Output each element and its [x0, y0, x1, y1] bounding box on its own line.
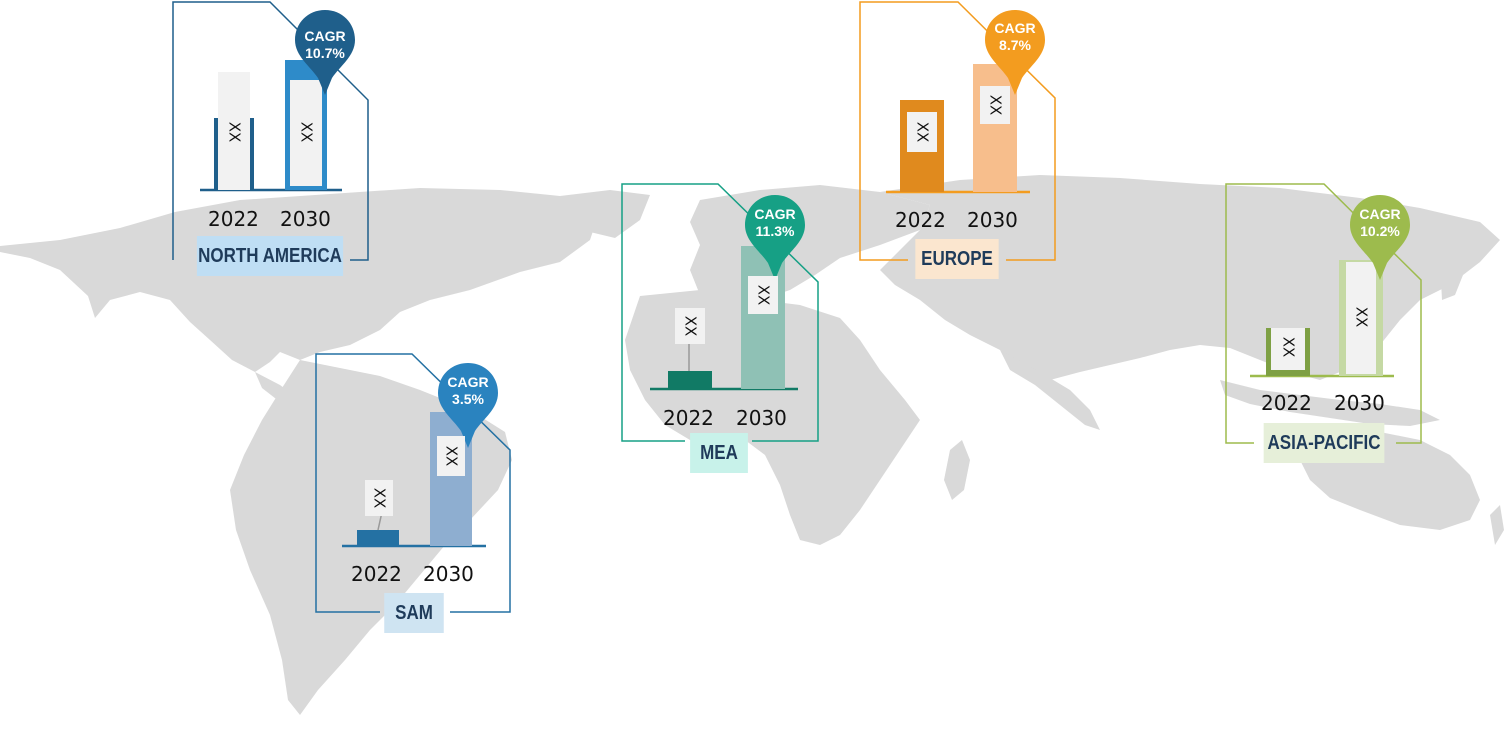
continent-africa	[625, 290, 920, 545]
year-label-2030: 2030	[423, 562, 474, 586]
callout-mea	[621, 183, 819, 442]
location-pin-icon	[985, 10, 1045, 95]
value-label-2030: XX	[980, 86, 1010, 124]
bar-2022-right	[250, 118, 254, 190]
bar-2022-left	[214, 118, 218, 190]
cagr-value: 11.3%	[755, 223, 795, 239]
cagr-badge-europe: CAGR 8.7%	[984, 20, 1046, 54]
callout-frame	[315, 353, 511, 613]
location-pin-icon	[745, 195, 805, 280]
year-label-2030: 2030	[736, 406, 787, 430]
cagr-value: 3.5%	[452, 391, 484, 407]
callout-frame	[1225, 183, 1422, 444]
cagr-title: CAGR	[1359, 206, 1401, 222]
value-label-2022: XX	[1274, 332, 1302, 362]
value-label-2022: XX	[220, 110, 248, 154]
continent-europe	[690, 185, 930, 302]
continent-new-zealand	[1490, 505, 1504, 545]
location-pin-icon	[1350, 195, 1410, 280]
year-label-2030: 2030	[1334, 391, 1385, 415]
region-label-north-america: NORTH AMERICA	[196, 236, 344, 276]
year-label-2022: 2022	[351, 562, 402, 586]
cagr-badge-north-america: CAGR 10.7%	[294, 28, 356, 62]
cagr-title: CAGR	[994, 20, 1036, 36]
year-label-2022: 2022	[663, 406, 714, 430]
bar-2030	[973, 64, 1017, 192]
region-label-asia-pacific: ASIA-PACIFIC	[1263, 423, 1385, 463]
value-label-2022: XX	[675, 308, 705, 344]
continent-madagascar	[944, 440, 970, 500]
year-label-2022: 2022	[208, 207, 259, 231]
cagr-value: 8.7%	[999, 37, 1031, 53]
callout-sam	[315, 353, 511, 613]
cagr-badge-sam: CAGR 3.5%	[437, 374, 499, 408]
year-label-2022: 2022	[1261, 391, 1312, 415]
region-label-europe: EUROPE	[915, 239, 999, 279]
cagr-title: CAGR	[447, 374, 489, 390]
year-label-2030: 2030	[967, 208, 1018, 232]
location-pin-icon	[438, 363, 498, 448]
value-label-2030: XX	[748, 276, 778, 314]
value-label-2022: XX	[907, 112, 937, 152]
callout-frame	[859, 1, 1056, 261]
cagr-title: CAGR	[754, 206, 796, 222]
continent-north-america	[0, 188, 600, 372]
value-label-2030: XX	[1347, 296, 1375, 338]
cagr-value: 10.7%	[305, 45, 345, 61]
continent-south-asia	[1000, 350, 1100, 430]
cagr-badge-asia-pacific: CAGR 10.2%	[1349, 206, 1411, 240]
year-label-2022: 2022	[895, 208, 946, 232]
cagr-value: 10.2%	[1360, 223, 1400, 239]
value-label-2030: XX	[437, 436, 465, 476]
continent-greenland	[560, 190, 650, 238]
location-pin-icon	[295, 10, 355, 95]
cagr-title: CAGR	[304, 28, 346, 44]
year-label-2030: 2030	[280, 207, 331, 231]
continent-japan	[1440, 250, 1465, 300]
bar-2022	[357, 530, 399, 546]
region-label-mea: MEA	[690, 433, 748, 473]
callout-europe	[859, 1, 1056, 261]
continent-se-asia	[1220, 380, 1440, 426]
region-label-sam: SAM	[384, 593, 444, 633]
callout-frame	[621, 183, 819, 442]
cagr-badge-mea: CAGR 11.3%	[744, 206, 806, 240]
value-label-2030: XX	[292, 110, 320, 154]
value-label-2022: XX	[365, 480, 393, 516]
bar-2022	[668, 371, 712, 389]
